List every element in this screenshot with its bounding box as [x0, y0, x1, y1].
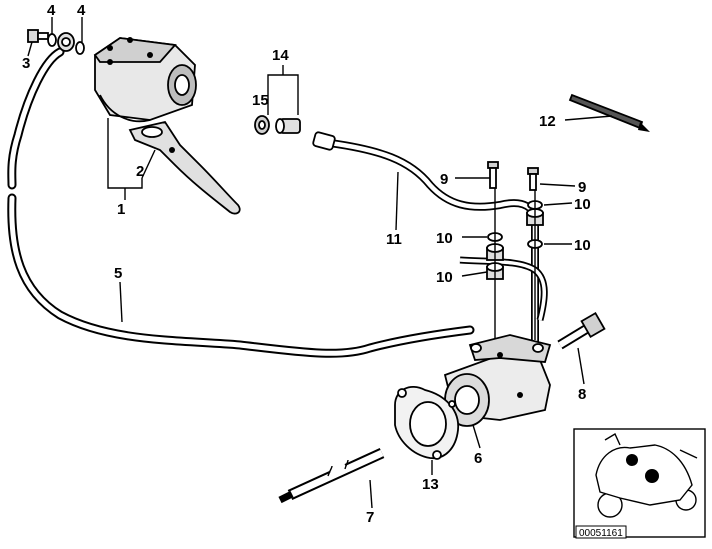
- callouts: 1 2 3 4 4 5 6 7 8 9 9 10 10 10 10 11 12 …: [22, 2, 591, 526]
- callout-10a: 10: [574, 196, 591, 213]
- location-inset: 00051161: [573, 428, 706, 539]
- banjo-fitting: [57, 32, 75, 52]
- marker-front: [626, 454, 638, 466]
- callout-13: 13: [422, 476, 439, 493]
- callout-3: 3: [22, 55, 30, 72]
- callout-4a: 4: [47, 2, 56, 19]
- callout-1: 1: [117, 201, 125, 218]
- callout-11: 11: [386, 231, 402, 248]
- callout-6: 6: [474, 450, 482, 467]
- pushrod-7: [278, 447, 385, 504]
- banjo-bolt-3: [27, 29, 49, 43]
- bolt-9a: [487, 161, 499, 189]
- callout-8: 8: [578, 386, 586, 403]
- callout-9b: 9: [578, 179, 586, 196]
- master-cylinder-1: [93, 37, 197, 123]
- callout-10c: 10: [574, 237, 591, 254]
- hose-5: [7, 47, 475, 358]
- bolt-8: [557, 311, 606, 350]
- callout-4b: 4: [77, 2, 86, 19]
- callout-10b: 10: [436, 230, 453, 247]
- callout-10d: 10: [436, 269, 453, 286]
- cable-tie-12: [568, 93, 650, 132]
- fitting-14: [275, 118, 301, 134]
- callout-9a: 9: [440, 171, 448, 188]
- clutch-lever-2: [128, 120, 241, 215]
- slave-cylinder-6: [443, 334, 552, 427]
- callout-15: 15: [252, 92, 269, 109]
- fitting-15: [254, 115, 270, 135]
- motorcycle-silhouette: [595, 432, 698, 518]
- leader-lines: [27, 17, 613, 509]
- callout-2: 2: [136, 163, 144, 180]
- callout-5: 5: [114, 265, 122, 282]
- marker-rear: [645, 469, 659, 483]
- gasket-13: [394, 385, 459, 460]
- inset-code: 00051161: [579, 528, 623, 539]
- callout-12: 12: [539, 113, 556, 130]
- callout-7: 7: [366, 509, 374, 526]
- line-11: [312, 131, 548, 345]
- washer-4b: [75, 41, 85, 55]
- bolt-9b: [527, 167, 539, 191]
- callout-14: 14: [272, 47, 289, 64]
- washer-4a: [47, 33, 57, 47]
